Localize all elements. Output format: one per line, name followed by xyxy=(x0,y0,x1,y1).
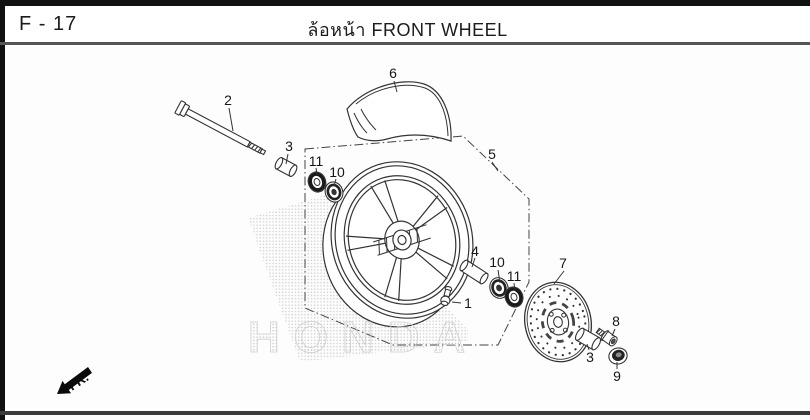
valve-stem xyxy=(440,285,453,306)
page-code: F - 17 xyxy=(19,13,78,35)
hub-collar xyxy=(459,259,489,285)
callout-3-right: 3 xyxy=(586,349,594,365)
page-header: F - 17 ล้อหน้า FRONT WHEEL xyxy=(5,6,810,42)
honda-watermark: HONDA xyxy=(248,313,479,362)
side-collar-left xyxy=(274,157,298,177)
callout-10-left: 10 xyxy=(329,164,345,180)
bearing-left xyxy=(324,181,344,203)
callout-1: 1 xyxy=(464,295,472,311)
border-bottom xyxy=(0,411,810,415)
border-left xyxy=(0,0,5,420)
leader-lines xyxy=(228,80,618,369)
wheel-spokes xyxy=(346,180,454,302)
callout-9: 9 xyxy=(613,368,621,384)
callout-11-right: 11 xyxy=(507,268,522,284)
border-top xyxy=(0,0,810,6)
axle-bolt xyxy=(174,100,267,156)
callout-3-left: 3 xyxy=(285,138,293,154)
fr-direction-arrow: FR. xyxy=(57,367,92,394)
callout-2: 2 xyxy=(224,92,232,108)
page-title: ล้อหน้า FRONT WHEEL xyxy=(307,20,508,40)
assembly-boundary xyxy=(304,135,530,346)
tire-section xyxy=(346,81,452,142)
callout-4: 4 xyxy=(471,243,479,259)
oil-seal-left xyxy=(307,171,327,193)
oil-seal-right xyxy=(504,286,524,308)
callout-5: 5 xyxy=(488,146,496,162)
wheel xyxy=(322,161,474,328)
callout-7: 7 xyxy=(559,255,567,271)
axle-nut xyxy=(608,347,628,365)
callout-6: 6 xyxy=(389,65,397,81)
side-collar-right xyxy=(574,327,602,351)
callout-11-left: 11 xyxy=(309,153,324,169)
callout-10-right: 10 xyxy=(489,254,505,270)
disc-bolt xyxy=(595,327,618,347)
brake-disc xyxy=(524,281,592,363)
bearing-right xyxy=(489,277,509,299)
header-divider xyxy=(0,42,810,45)
callout-8: 8 xyxy=(612,313,620,329)
